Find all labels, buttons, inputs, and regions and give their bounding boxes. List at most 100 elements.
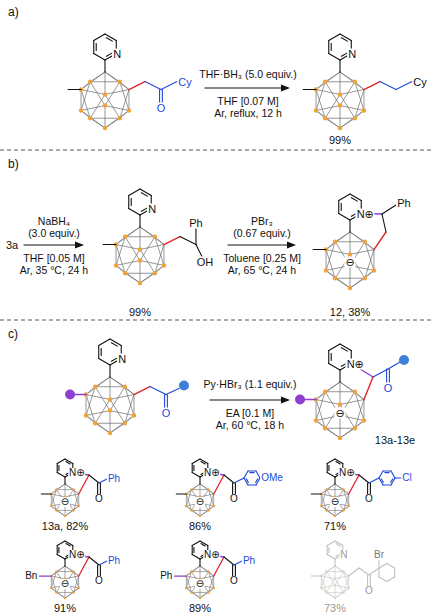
- bond: [304, 399, 316, 400]
- yield-label: 91%: [54, 603, 76, 614]
- boron-vertex: [153, 234, 157, 238]
- bond: [340, 420, 364, 438]
- bond: [176, 493, 186, 494]
- bond: [192, 459, 200, 464]
- boron-vertex: [372, 268, 376, 272]
- bond: [51, 572, 56, 588]
- boron-vertex: [338, 103, 342, 107]
- boron-vertex: [314, 108, 318, 112]
- bond: [186, 572, 191, 588]
- bond: [210, 399, 284, 400]
- bond: [105, 90, 129, 95]
- boron-vertex: [72, 570, 75, 573]
- bond: [321, 585, 335, 588]
- bond: [65, 566, 79, 576]
- bond: [316, 90, 340, 95]
- bond: [65, 484, 66, 497]
- bond: [378, 568, 379, 577]
- boron-vertex: [138, 247, 142, 251]
- boron-vertex: [138, 258, 142, 262]
- bond: [200, 484, 201, 497]
- conditions-text: Ar, 60 °C, 18 h: [216, 420, 284, 431]
- bond: [129, 209, 140, 216]
- boron-vertex: [72, 488, 75, 491]
- bond: [200, 459, 208, 464]
- boron-vertex: [363, 239, 367, 243]
- boron-vertex: [127, 108, 131, 112]
- bond: [57, 571, 74, 572]
- bond: [340, 382, 364, 400]
- bond: [321, 572, 326, 588]
- bond: [141, 193, 147, 196]
- bond: [192, 510, 209, 511]
- bond: [186, 490, 191, 506]
- bond: [201, 462, 205, 464]
- yield-label: 13a, 82%: [42, 521, 88, 532]
- atom-label: Cy: [177, 76, 192, 87]
- bond: [350, 250, 374, 255]
- bond: [328, 466, 329, 471]
- compound-number: 13a-13e: [375, 435, 415, 446]
- bond: [134, 387, 150, 395]
- bond: [66, 462, 70, 464]
- boron-vertex: [84, 413, 88, 417]
- bond: [335, 566, 349, 576]
- bond: [343, 494, 348, 510]
- bond: [78, 494, 79, 506]
- atom-label: N⊕: [68, 468, 86, 478]
- bond: [391, 478, 395, 485]
- bond: [364, 82, 380, 90]
- bond: [383, 484, 391, 485]
- divider: [0, 320, 433, 321]
- bond: [382, 205, 396, 214]
- bond: [125, 237, 140, 261]
- substituent-dot: [179, 381, 189, 391]
- bond: [340, 400, 364, 405]
- bond: [335, 592, 343, 598]
- bond: [86, 387, 95, 416]
- conditions-text: THF [0.05 M]: [23, 253, 84, 264]
- atom-label: O: [229, 494, 239, 504]
- bond: [110, 377, 134, 395]
- bond: [327, 473, 335, 478]
- boron-vertex: [320, 587, 323, 590]
- bond: [200, 592, 208, 598]
- bond: [394, 568, 395, 577]
- bond: [90, 81, 120, 82]
- bond: [327, 484, 335, 490]
- bond: [338, 201, 339, 214]
- reagent-text: Py·HBr₃ (1.1 equiv.): [204, 379, 297, 390]
- bond: [339, 60, 340, 72]
- bond: [385, 472, 389, 473]
- bond: [131, 199, 132, 206]
- bond: [244, 478, 248, 485]
- bond: [213, 494, 214, 506]
- bond: [125, 236, 155, 237]
- bond: [350, 194, 361, 201]
- bond: [200, 541, 208, 546]
- boron-vertex: [108, 431, 112, 435]
- bond: [140, 261, 164, 266]
- bond: [391, 479, 393, 483]
- bond: [331, 44, 332, 51]
- bond: [331, 354, 332, 361]
- bond: [250, 472, 254, 473]
- boron-vertex: [207, 570, 210, 573]
- bond: [329, 54, 340, 61]
- bond: [381, 479, 383, 483]
- bond: [57, 510, 74, 511]
- bond: [340, 344, 351, 351]
- boron-vertex: [72, 509, 75, 512]
- boron-vertex: [207, 591, 210, 594]
- charge-label: ⊖: [195, 579, 205, 589]
- atom-label: Cy: [412, 76, 427, 87]
- bond: [78, 576, 79, 588]
- bond: [311, 493, 321, 494]
- bond: [109, 365, 110, 377]
- bond: [95, 387, 110, 411]
- bond: [192, 571, 209, 572]
- bond: [195, 229, 196, 245]
- bond: [140, 227, 164, 245]
- boron-vertex: [103, 126, 107, 130]
- bond: [234, 561, 242, 565]
